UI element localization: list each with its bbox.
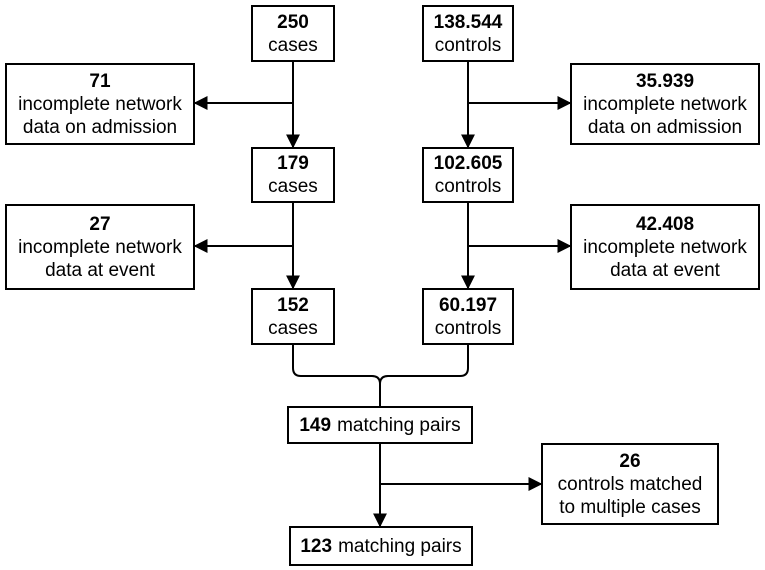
box-excl-controls-admission: 35.939 incomplete network data on admiss… xyxy=(570,63,760,145)
controls-138544-label: controls xyxy=(434,34,502,56)
excl-multiple-line1: controls matched xyxy=(557,473,703,495)
cases-152-number: 152 xyxy=(277,294,309,316)
pairs-149-label: matching pairs xyxy=(337,414,461,436)
excl-controls-event-number: 42.408 xyxy=(635,213,695,235)
box-excl-cases-event: 27 incomplete network data at event xyxy=(5,204,195,290)
box-pairs-149: 149 matching pairs xyxy=(287,406,473,444)
controls-102605-label: controls xyxy=(434,176,502,197)
merge-bracket xyxy=(292,345,469,406)
excl-controls-admission-line2: data on admission xyxy=(587,116,743,138)
controls-102605-number: 102.605 xyxy=(433,153,503,174)
pairs-123-label: matching pairs xyxy=(338,535,462,557)
cases-250-label: cases xyxy=(268,34,318,56)
excl-controls-event-line1: incomplete network xyxy=(583,236,747,258)
cases-152-label: cases xyxy=(268,317,318,339)
pairs-123-number: 123 xyxy=(300,535,333,557)
controls-60197-number: 60.197 xyxy=(438,294,498,316)
excl-multiple-line2: to multiple cases xyxy=(559,496,701,518)
box-excl-multiple: 26 controls matched to multiple cases xyxy=(541,443,719,525)
excl-cases-admission-line2: data on admission xyxy=(22,116,178,138)
box-controls-138544: 138.544 controls xyxy=(422,5,514,62)
excl-multiple-number: 26 xyxy=(619,450,641,472)
excl-cases-event-number: 27 xyxy=(89,213,111,235)
box-cases-179: 179 cases xyxy=(251,147,335,203)
controls-60197-label: controls xyxy=(434,317,502,339)
excl-controls-admission-line1: incomplete network xyxy=(583,93,747,115)
excl-controls-admission-number: 35.939 xyxy=(635,70,695,92)
controls-138544-number: 138.544 xyxy=(433,11,503,33)
cases-250-number: 250 xyxy=(277,11,309,33)
box-controls-102605: 102.605 controls xyxy=(422,147,514,203)
cases-179-number: 179 xyxy=(277,153,309,174)
pairs-149-number: 149 xyxy=(299,414,332,436)
box-controls-60197: 60.197 controls xyxy=(422,288,514,345)
box-excl-controls-event: 42.408 incomplete network data at event xyxy=(570,204,760,290)
excl-cases-admission-line1: incomplete network xyxy=(18,93,182,115)
box-excl-cases-admission: 71 incomplete network data on admission xyxy=(5,63,195,145)
cases-179-label: cases xyxy=(268,176,318,197)
box-cases-152: 152 cases xyxy=(251,288,335,345)
box-cases-250: 250 cases xyxy=(251,5,335,62)
box-pairs-123: 123 matching pairs xyxy=(289,526,473,566)
excl-cases-event-line2: data at event xyxy=(45,259,155,281)
excl-cases-admission-number: 71 xyxy=(89,70,111,92)
excl-cases-event-line1: incomplete network xyxy=(18,236,182,258)
excl-controls-event-line2: data at event xyxy=(610,259,720,281)
